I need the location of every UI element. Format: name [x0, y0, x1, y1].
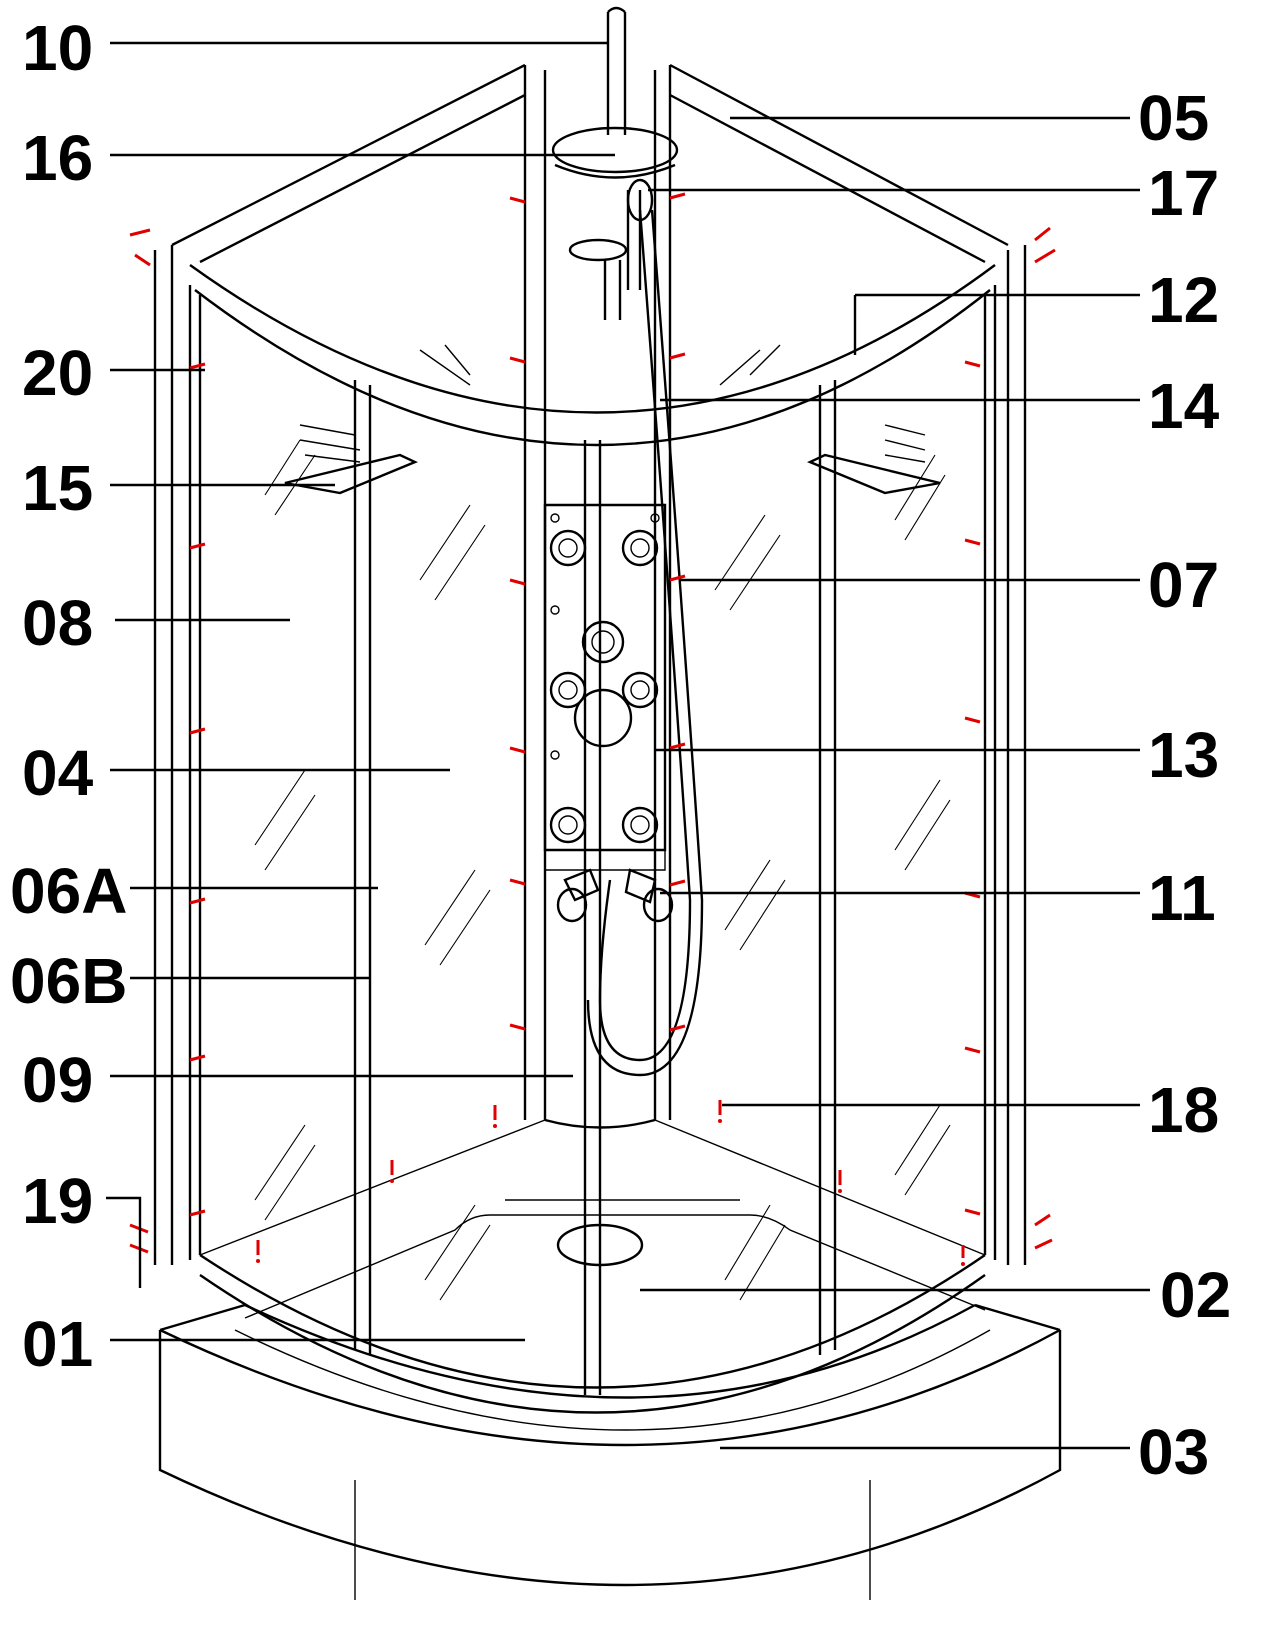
callout-04: 04 — [22, 737, 94, 809]
callout-02: 02 — [1160, 1259, 1231, 1331]
callout-01: 01 — [22, 1308, 93, 1380]
body-jets — [549, 513, 660, 844]
callout-08: 08 — [22, 587, 93, 659]
callout-14: 14 — [1148, 370, 1220, 442]
callout-labels: 10 05 16 17 12 20 14 15 07 08 04 13 06A … — [10, 12, 1231, 1488]
callout-16: 16 — [22, 122, 93, 194]
callout-19: 19 — [22, 1165, 93, 1237]
callout-09: 09 — [22, 1044, 93, 1116]
mixer-taps — [556, 868, 674, 923]
screws — [129, 192, 1056, 1266]
corner-shelves — [284, 344, 941, 495]
callout-20: 20 — [22, 337, 93, 409]
leader-lines — [106, 41, 1150, 1450]
callout-06a: 06A — [10, 855, 127, 927]
callout-12: 12 — [1148, 264, 1219, 336]
callout-03: 03 — [1138, 1416, 1209, 1488]
callout-11: 11 — [1148, 862, 1216, 934]
callout-07: 07 — [1148, 549, 1219, 621]
shower-tray-base — [158, 1199, 1062, 1600]
enclosure-frame — [153, 63, 1027, 1414]
callout-06b: 06B — [10, 945, 127, 1017]
callout-13: 13 — [1148, 719, 1219, 791]
callout-18: 18 — [1148, 1074, 1219, 1146]
callout-10: 10 — [22, 12, 93, 84]
callout-15: 15 — [22, 452, 93, 524]
shower-column — [543, 6, 704, 1077]
callout-17: 17 — [1148, 157, 1219, 229]
callout-05: 05 — [1138, 82, 1209, 154]
